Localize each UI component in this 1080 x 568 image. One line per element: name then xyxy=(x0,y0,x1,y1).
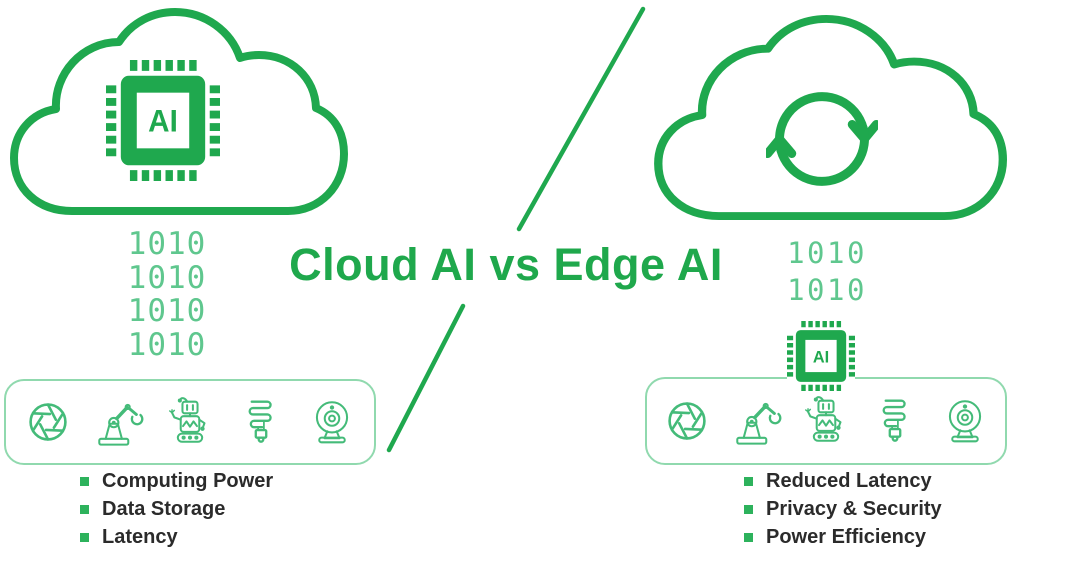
cloud-ai-chip-icon: AI xyxy=(106,60,220,181)
binary-line: 1010 xyxy=(127,259,207,296)
binary-line: 1010 xyxy=(787,273,867,307)
binary-line: 1010 xyxy=(127,226,207,262)
cfl-lightbulb-icon xyxy=(248,400,272,443)
webcam-icon xyxy=(315,401,349,444)
webcam-icon xyxy=(948,400,981,443)
list-item: Data Storage xyxy=(80,497,273,520)
list-item: Privacy & Security xyxy=(744,497,942,520)
feature-label: Reduced Latency xyxy=(766,469,932,492)
robot-icon xyxy=(804,396,842,442)
chip-label: AI xyxy=(148,104,178,139)
page-title: Cloud AI vs Edge AI xyxy=(289,239,723,290)
edge-ai-chip-icon: AI xyxy=(787,321,855,391)
feature-label: Data Storage xyxy=(102,497,226,520)
bullet-square-icon xyxy=(80,532,89,542)
cloud-ai-devices-panel xyxy=(4,379,376,465)
edge-ai-binary-stream: 1010 1010 xyxy=(779,235,875,309)
list-item: Computing Power xyxy=(80,469,274,492)
robotic-arm-icon xyxy=(735,402,782,445)
feature-label: Privacy & Security xyxy=(766,497,942,520)
cloud-ai-cloud-icon xyxy=(10,8,348,215)
cloud-ai-binary-stream: 1010 1010 1010 1010 xyxy=(120,226,214,363)
robot-icon xyxy=(168,397,206,443)
list-item: Power Efficiency xyxy=(744,525,942,548)
bullet-square-icon xyxy=(744,532,753,542)
camera-aperture-icon xyxy=(668,402,707,440)
cloud-ai-features-list: Computing Power Data Storage Latency xyxy=(80,469,274,548)
binary-line: 1010 xyxy=(127,326,207,363)
cfl-lightbulb-icon xyxy=(882,399,906,442)
sync-arrows-icon xyxy=(766,92,878,186)
list-item: Reduced Latency xyxy=(744,469,942,492)
feature-label: Computing Power xyxy=(102,469,274,492)
feature-label: Power Efficiency xyxy=(766,525,927,548)
list-item: Latency xyxy=(80,525,273,548)
chip-label: AI xyxy=(813,347,829,366)
bullet-square-icon xyxy=(80,504,89,514)
camera-aperture-icon xyxy=(29,403,67,441)
bullet-square-icon xyxy=(744,476,753,486)
bullet-square-icon xyxy=(80,476,89,486)
edge-ai-features-list: Reduced Latency Privacy & Security Power… xyxy=(744,469,942,548)
binary-line: 1010 xyxy=(127,293,207,329)
bullet-square-icon xyxy=(744,504,753,514)
feature-label: Latency xyxy=(102,525,178,548)
robotic-arm-icon xyxy=(98,403,144,446)
edge-ai-cloud-icon xyxy=(654,14,1007,221)
binary-line: 1010 xyxy=(787,236,867,270)
